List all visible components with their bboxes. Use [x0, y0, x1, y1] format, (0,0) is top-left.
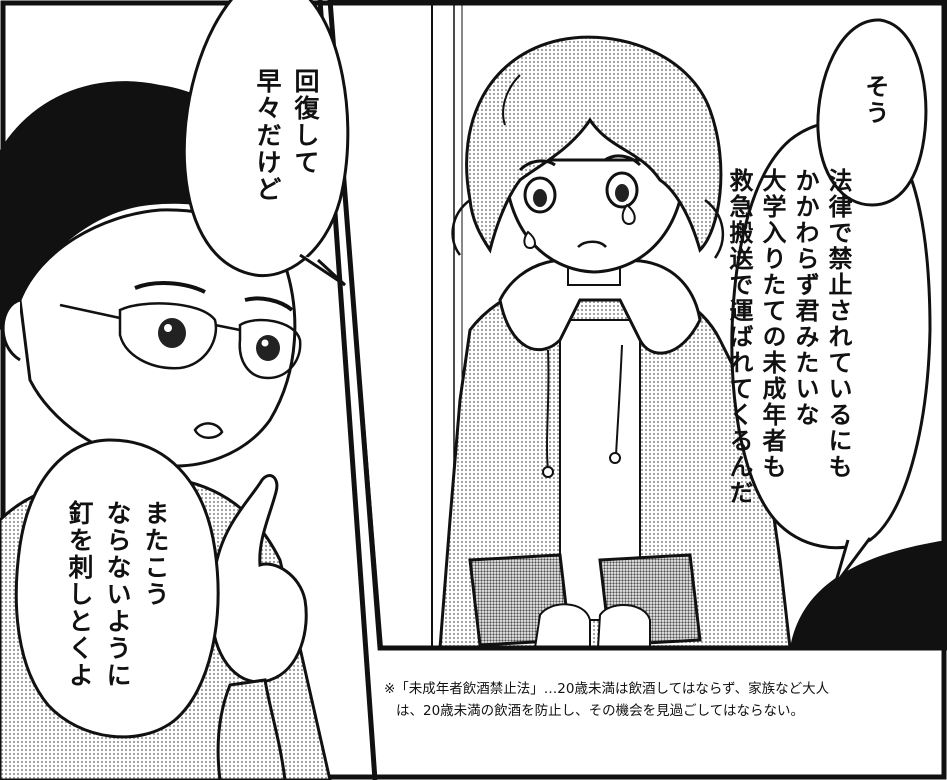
right-panel [431, 0, 947, 648]
speech-bubble-right-main: 法律で禁止されているにも かかわらず君みたいな 大学入りたての未成年者も 救急搬… [725, 168, 852, 506]
speech-bubble-right-top: そう [861, 74, 889, 126]
footnote-line-2: は、20歳未満の飲酒を防止し、その機会を見過ごしてはならない。 [396, 703, 805, 719]
footnote: ※「未成年者飲酒禁止法」…20歳未満は飲酒してはならず、家族など大人 は、20歳… [384, 678, 944, 722]
footnote-line-1: ※「未成年者飲酒禁止法」…20歳未満は飲酒してはならず、家族など大人 [384, 681, 830, 697]
speech-bubble-bottom-left: またこう ならないように 釘を刺しとくよ [65, 500, 170, 689]
speech-bubble-top-left: 回復して 早々だけど [253, 68, 320, 203]
